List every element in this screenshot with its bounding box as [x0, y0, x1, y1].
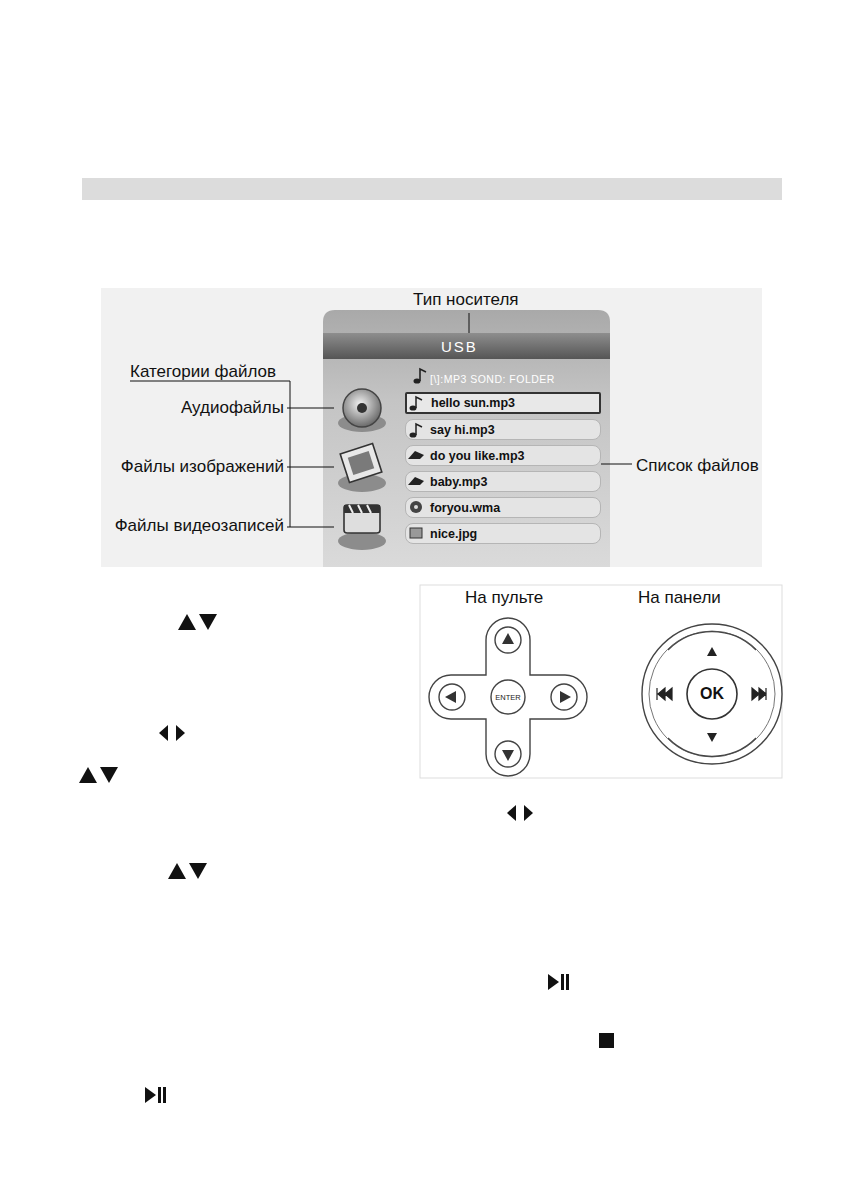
group-label: Категории файлов	[130, 362, 276, 382]
ok-button: OK	[688, 670, 736, 718]
node-text: baby.mp3	[430, 475, 487, 489]
remote-arrows	[445, 633, 571, 761]
node-text: nice.jpg	[430, 527, 477, 541]
node-text: hello sun.mp3	[431, 396, 515, 410]
node-text: foryou.wma	[430, 501, 500, 515]
remote-dpad	[429, 618, 587, 776]
section-bar	[82, 178, 782, 200]
file-row: say hi.mp3	[405, 419, 601, 440]
node-text: do you like.mp3	[430, 449, 524, 463]
figure-frame	[420, 585, 782, 778]
node-text: say hi.mp3	[430, 423, 495, 437]
node-text: USB	[441, 338, 478, 355]
file-row: foryou.wma	[405, 497, 601, 518]
path-text: [\]:MP3 SOND: FOLDER	[430, 373, 555, 385]
panel-wheel	[642, 624, 782, 764]
callout-label: Тип носителя	[413, 290, 519, 310]
file-row: hello sun.mp3	[405, 392, 601, 414]
file-row: nice.jpg	[405, 523, 601, 544]
node-text: OK	[700, 685, 724, 703]
file-row: do you like.mp3	[405, 445, 601, 466]
media-type-band: USB	[323, 333, 610, 359]
node-text: ENTER	[495, 693, 520, 702]
screen	[323, 310, 610, 567]
callout-label: Аудиофайлы	[181, 398, 284, 418]
file-row: baby.mp3	[405, 471, 601, 492]
note-icon	[414, 369, 427, 384]
category-icons	[338, 389, 386, 550]
callout-label: Список файлов	[636, 456, 759, 476]
enter-button: ENTER	[492, 681, 524, 713]
leader-lines	[130, 313, 632, 527]
figure-heading: На пульте	[465, 588, 543, 608]
callout-label: Файлы видеозаписей	[115, 516, 284, 536]
key-glyphs	[79, 614, 614, 1103]
figure-ground	[101, 288, 762, 567]
figure-heading: На панели	[638, 588, 721, 608]
callout-label: Файлы изображений	[121, 457, 284, 477]
